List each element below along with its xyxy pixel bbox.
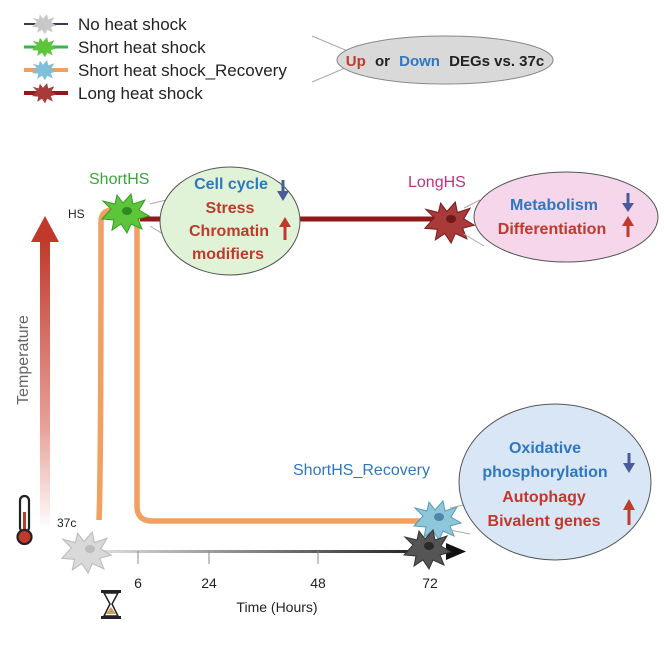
legend-item-long-heat-shock: Long heat shock xyxy=(24,83,203,104)
time-axis-arrow-head xyxy=(446,543,466,560)
degs-down: Down xyxy=(399,53,440,70)
degs-up: Up xyxy=(346,53,366,70)
recovery-bubble xyxy=(458,403,652,561)
tick-label: 24 xyxy=(201,575,217,591)
cell-nucleus xyxy=(122,207,132,215)
short-hs-trajectory-line xyxy=(96,207,428,524)
arrow-up-icon xyxy=(622,216,634,237)
recovery-up-term: Autophagy xyxy=(502,489,586,506)
recovery-up-term: Bivalent genes xyxy=(488,513,601,530)
long-hs-bubble xyxy=(473,171,659,263)
short-hs-bubble xyxy=(159,166,301,276)
legend-label: No heat shock xyxy=(78,15,187,34)
recovery-down-term: phosphorylation xyxy=(482,464,607,481)
short-hs-up-term: Stress xyxy=(206,200,255,217)
bubble-connector xyxy=(463,199,481,209)
hourglass-icon xyxy=(101,590,121,619)
time-axis-label: Time (Hours) xyxy=(236,599,317,615)
cell-icon xyxy=(32,60,57,81)
tick-label: 48 xyxy=(310,575,326,591)
cell-icon xyxy=(32,83,57,104)
recovery-down-term: Oxidative xyxy=(509,440,581,457)
legend-item-short-heat-shock: Short heat shock xyxy=(24,37,206,58)
time-axis-shaft xyxy=(88,550,448,553)
legend: No heat shock Short heat shock Short hea… xyxy=(24,14,287,104)
long-hs-down-term: Metabolism xyxy=(510,197,598,214)
arrow-up-icon xyxy=(279,217,291,240)
long-hs-up-term: Differentiation xyxy=(498,221,606,238)
base-temperature-label: 37c xyxy=(57,516,76,530)
temperature-label: Temperature xyxy=(15,315,32,405)
thermometer-icon xyxy=(16,494,33,546)
bubble-connector xyxy=(449,529,471,535)
degs-rest: DEGs vs. 37c xyxy=(449,53,544,70)
legend-label: Short heat shock_Recovery xyxy=(78,61,287,80)
cell-icon xyxy=(61,531,112,574)
cell-nucleus xyxy=(85,545,95,553)
callout-line xyxy=(311,35,351,53)
degs-or: or xyxy=(375,53,390,70)
tick-label: 72 xyxy=(422,575,438,591)
degs-callout: Up or Down DEGs vs. 37c xyxy=(311,35,554,85)
bubble-connector xyxy=(463,233,485,247)
arrow-up-icon xyxy=(623,499,635,525)
legend-label: Long heat shock xyxy=(78,84,203,103)
tick-label: 6 xyxy=(134,575,142,591)
temperature-arrow-shaft xyxy=(40,238,50,530)
degs-text: Up or Down DEGs vs. 37c xyxy=(346,53,544,70)
cell-icon xyxy=(32,14,57,35)
recovery-label: ShortHS_Recovery xyxy=(293,462,430,479)
arrow-down-icon xyxy=(623,453,635,473)
short-hs-up-term: modifiers xyxy=(192,246,264,263)
cell-icon xyxy=(32,37,57,58)
short-hs-up-term: Chromatin xyxy=(189,223,269,240)
short-hs-down-term: Cell cycle xyxy=(194,176,268,193)
temperature-arrow-head xyxy=(31,216,59,242)
arrow-down-icon xyxy=(277,180,289,201)
cell-nucleus xyxy=(424,542,434,550)
legend-item-no-heat-shock: No heat shock xyxy=(24,14,187,35)
long-hs-label: LongHS xyxy=(408,174,466,191)
legend-label: Short heat shock xyxy=(78,38,206,57)
temperature-axis: Temperature xyxy=(15,216,59,530)
cell-nucleus xyxy=(434,513,444,521)
short-hs-label: ShortHS xyxy=(89,171,149,188)
degs-ellipse xyxy=(336,35,554,85)
cell-nucleus xyxy=(446,215,456,223)
legend-item-short-heat-shock-recovery: Short heat shock_Recovery xyxy=(24,60,287,81)
arrow-down-icon xyxy=(622,193,634,212)
hs-label: HS xyxy=(68,207,85,221)
bubble-connector xyxy=(149,199,167,205)
